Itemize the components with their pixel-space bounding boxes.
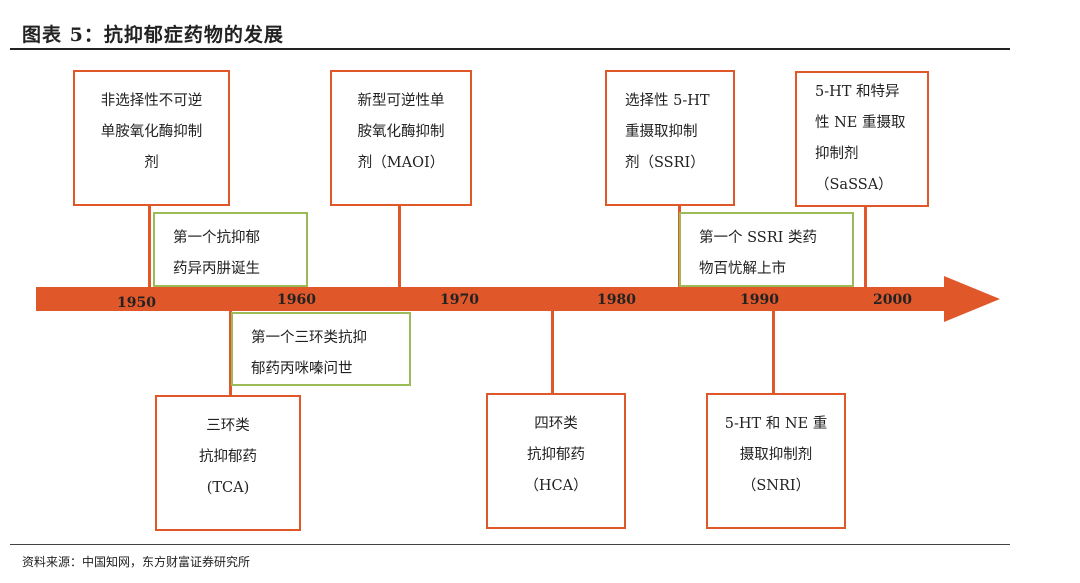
box-text: 重摄取抑制 [625,124,698,140]
box-text: 剂（SSRI） [625,155,705,171]
year-label: 1960 [277,292,316,308]
box-text: （SaSSA） [815,177,893,193]
box-text: 胺氧化酶抑制 [357,124,445,140]
box-text: 新型可逆性单 [357,93,445,109]
event-text: 药异丙肼诞生 [173,261,260,277]
drug-class-box-hca: 四环类 抗抑郁药 （HCA） [486,393,626,529]
box-text: 摄取抑制剂 [739,447,813,463]
drug-class-box-sassa: 5-HT 和特异 性 NE 重摄取 抑制剂 （SaSSA） [795,71,929,207]
event-text: 第一个 SSRI 类药 [699,230,817,246]
box-text: 抗抑郁药 [527,447,585,463]
event-text: 第一个三环类抗抑 [251,330,367,346]
timeline-bar [36,287,946,311]
box-text: 抑制剂 [815,146,859,162]
connector [229,309,232,397]
year-label: 1950 [117,295,156,311]
year-label: 1980 [597,292,636,308]
drug-class-box-maoi: 新型可逆性单 胺氧化酶抑制 剂（MAOI） [330,70,472,206]
box-text: 抗抑郁药 [199,449,257,465]
connector [398,205,401,289]
timeline-arrowhead [944,276,1000,322]
drug-class-box-ssri: 选择性 5-HT 重摄取抑制 剂（SSRI） [605,70,735,206]
connector [551,309,554,395]
footer-divider [10,544,1010,545]
box-text: (TCA) [206,480,250,496]
event-text: 物百忧解上市 [699,261,786,277]
source-note: 资料来源：中国知网，东方财富证券研究所 [22,555,251,569]
box-text: （HCA） [524,478,588,494]
box-text: 剂 [144,155,159,171]
box-text: 选择性 5-HT [625,93,710,109]
box-text: 四环类 [534,416,578,432]
drug-class-box-maoi-irreversible: 非选择性不可逆 单胺氧化酶抑制 剂 [73,70,230,206]
box-text: 5-HT 和 NE 重 [724,416,828,432]
box-text: 性 NE 重摄取 [815,115,906,131]
event-text: 郁药丙咪嗪问世 [251,361,353,377]
connector [864,205,867,289]
box-text: 5-HT 和特异 [815,84,900,100]
connector [772,309,775,395]
connector [148,204,151,289]
figure-title: 图表 5：抗抑郁症药物的发展 [22,24,284,46]
event-box-imipramine: 第一个三环类抗抑 郁药丙咪嗪问世 [231,312,411,386]
box-text: 三环类 [206,418,250,434]
event-box-iproniazid: 第一个抗抑郁 药异丙肼诞生 [153,212,308,287]
box-text: （SNRI） [741,478,811,494]
year-label: 2000 [873,292,912,308]
drug-class-box-tca: 三环类 抗抑郁药 (TCA) [155,395,301,531]
event-text: 第一个抗抑郁 [173,230,260,246]
box-text: 剂（MAOI） [357,155,445,171]
drug-class-box-snri: 5-HT 和 NE 重 摄取抑制剂 （SNRI） [706,393,846,529]
box-text: 单胺氧化酶抑制 [100,124,203,140]
year-label: 1970 [440,292,479,308]
box-text: 非选择性不可逆 [100,93,203,109]
title-divider [10,48,1010,50]
year-label: 1990 [740,292,779,308]
event-box-prozac: 第一个 SSRI 类药 物百忧解上市 [679,212,854,287]
